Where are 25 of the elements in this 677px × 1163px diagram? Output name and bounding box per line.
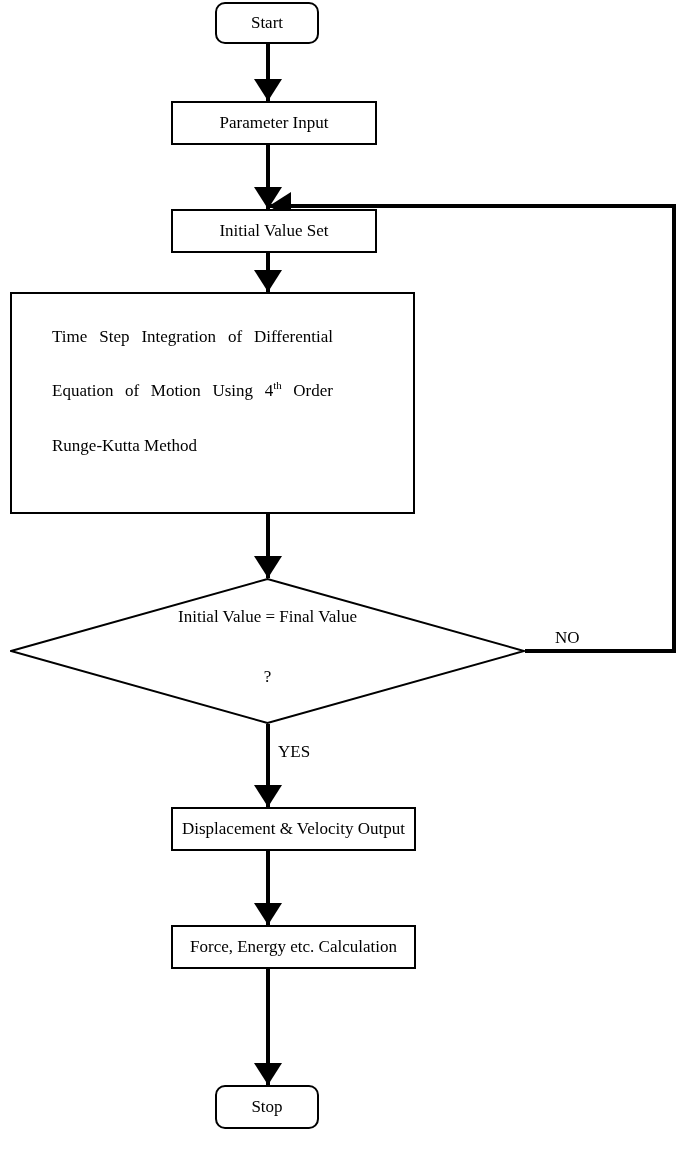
arrow xyxy=(269,192,676,653)
process-box xyxy=(171,101,377,145)
node-text: Displacement & Velocity Output xyxy=(182,817,405,840)
node-text: Initial Value = Final Value xyxy=(178,606,357,628)
arrow xyxy=(254,851,282,925)
arrow xyxy=(254,724,282,807)
arrow xyxy=(254,253,282,292)
node-text: Start xyxy=(250,11,284,34)
terminal-box xyxy=(215,2,319,44)
node-text: Parameter Input xyxy=(219,111,329,134)
node-text: Stop xyxy=(251,1095,283,1118)
node-text: Force, Energy etc. Calculation xyxy=(190,935,397,958)
terminal-box xyxy=(215,1085,319,1129)
process-box xyxy=(171,807,416,851)
node-text: Time Step Integration of Differential Equation of Motion Using 4$^{th}$ Order Runge-Kutta Method xyxy=(52,326,333,457)
arrow xyxy=(254,145,282,209)
question-mark: ? xyxy=(263,666,272,689)
process-box xyxy=(171,209,377,253)
process-box xyxy=(10,292,415,514)
arrow xyxy=(254,44,282,101)
decision-diamond xyxy=(10,578,525,724)
node-text: Initial Value Set xyxy=(219,219,329,242)
arrow xyxy=(254,969,282,1085)
process-box xyxy=(171,925,416,969)
arrow xyxy=(254,514,282,578)
